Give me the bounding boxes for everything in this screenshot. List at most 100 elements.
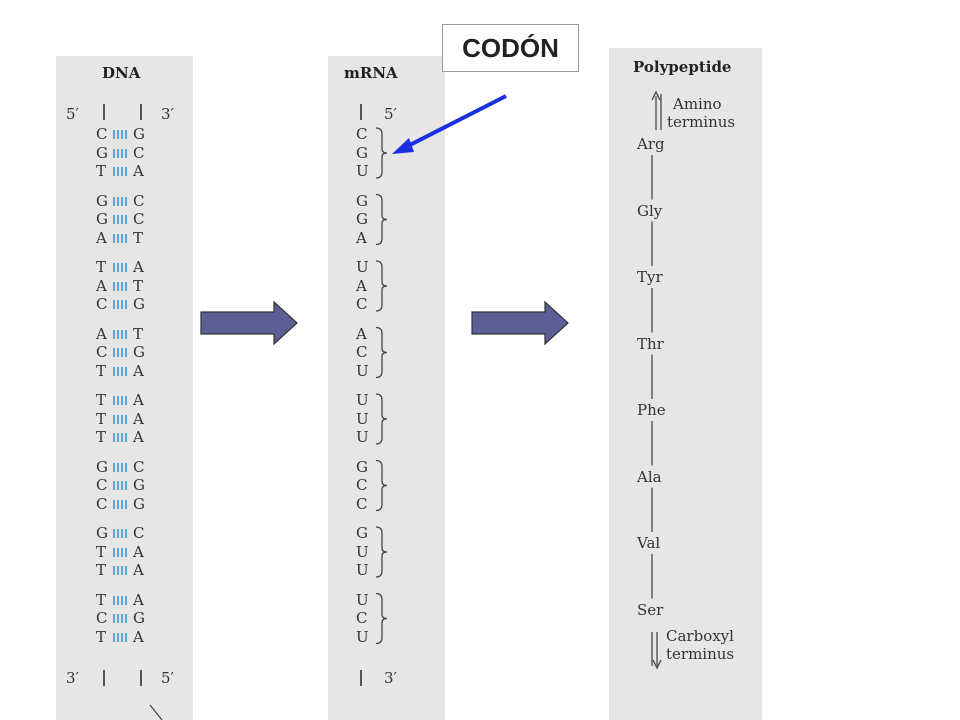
codon-brace [375,459,388,512]
mrna-base: C [356,125,368,143]
mrna-base: A [356,228,367,247]
dna-top-left-label: 5′ [66,105,79,123]
dna-bottom-left-label: 3′ [66,669,79,687]
mrna-base: U [356,590,369,609]
hydrogen-bond [113,281,128,291]
codon-pointer-head [392,138,414,154]
mrna-base: U [356,361,369,380]
mrna-base: G [356,191,368,210]
dna-base-right: C [133,210,145,228]
amino-terminus-arrow-head [651,90,661,101]
amino-acid-residue: Thr [637,334,664,353]
dna-base-left: T [96,561,107,579]
dna-base-left: T [96,162,107,180]
mrna-base: U [356,409,369,428]
mrna-base: G [356,143,368,162]
codon-brace [375,526,388,578]
hydrogen-bond [113,196,128,206]
dna-base-right: G [133,343,145,361]
hydrogen-bond [113,499,128,509]
hydrogen-bond [113,433,128,442]
mrna-bottom-label: 3′ [384,669,397,687]
dna-base-left: C [96,494,108,513]
amino-acid-residue: Ala [637,467,662,486]
mrna-base: U [356,627,369,646]
dna-base-right: C [133,143,145,162]
dna-base-left: G [96,457,108,476]
dna-base-right: C [133,191,145,210]
dna-base-right: A [133,542,144,561]
codon-braces [375,127,388,645]
mrna-base: G [356,457,368,476]
hydrogen-bond [113,566,128,575]
dna-base-left: T [96,428,107,446]
dna-base-left: T [96,542,107,561]
dna-base-right: A [133,162,144,180]
amino-acid-residue: Tyr [637,268,663,286]
dna-strand-top-left [103,104,105,120]
amino-acid-residue: Gly [637,201,663,220]
dna-base-right: G [133,476,145,494]
dna-base-left: T [96,391,107,409]
carboxyl-label-line1: Carboxyl [666,627,734,645]
mrna-to-polypeptide-arrow [471,300,569,346]
dna-base-left: A [96,276,107,295]
dna-base-left: T [96,627,107,646]
dna-base-left: T [96,590,107,609]
dna-base-left: T [96,361,107,380]
hydrogen-bond [113,167,128,176]
dna-base-right: T [133,324,144,343]
hydrogen-bond [113,632,128,642]
hydrogen-bond [113,414,128,424]
mrna-title: mRNA [344,64,398,82]
hydrogen-bond [113,547,128,557]
mrna-base: U [356,258,369,276]
dna-base-left: C [96,343,108,361]
dna-base-left: T [96,258,107,276]
hydrogen-bond [113,614,128,623]
mrna-top-label: 5′ [384,105,397,123]
amino-label-line1: Amino [673,95,722,113]
dna-title: DNA [102,64,141,82]
dna-bottom-pointer [149,704,163,720]
dna-top-right-label: 3′ [161,105,174,123]
mrna-strand-top [360,104,362,120]
mrna-base: U [356,162,369,180]
dna-base-right: G [133,125,145,143]
amino-acid-residue: Phe [637,401,666,419]
dna-to-mrna-arrow [200,300,298,346]
dna-base-right: A [133,590,144,609]
dna-base-left: C [96,609,108,627]
codon-brace [375,393,388,445]
dna-base-left: G [96,524,108,542]
mrna-base: C [356,476,368,494]
amino-acid-residue: Arg [637,135,665,153]
dna-base-right: A [133,361,144,380]
dna-strand-top-right [140,104,142,120]
codon-brace [375,260,388,312]
mrna-base: G [356,210,368,228]
mrna-strand-bottom [360,670,362,686]
dna-base-left: G [96,210,108,228]
dna-base-right: G [133,609,145,627]
dna-base-left: T [96,409,107,428]
dna-base-right: T [133,228,144,247]
codon-brace [375,193,388,246]
mrna-base: C [356,295,368,313]
dna-base-right: A [133,561,144,579]
hydrogen-bond [113,529,128,538]
mrna-base: U [356,428,369,446]
hydrogen-bond [113,233,128,243]
codon-pointer-shaft [403,94,507,150]
mrna-base: A [356,276,367,295]
dna-base-right: A [133,409,144,428]
amino-acid-residue: Val [637,534,661,552]
hydrogen-bond [113,329,128,339]
carboxyl-label-line2: terminus [666,645,735,663]
dna-strand-bottom-right [140,670,142,686]
hydrogen-bond [113,300,128,309]
